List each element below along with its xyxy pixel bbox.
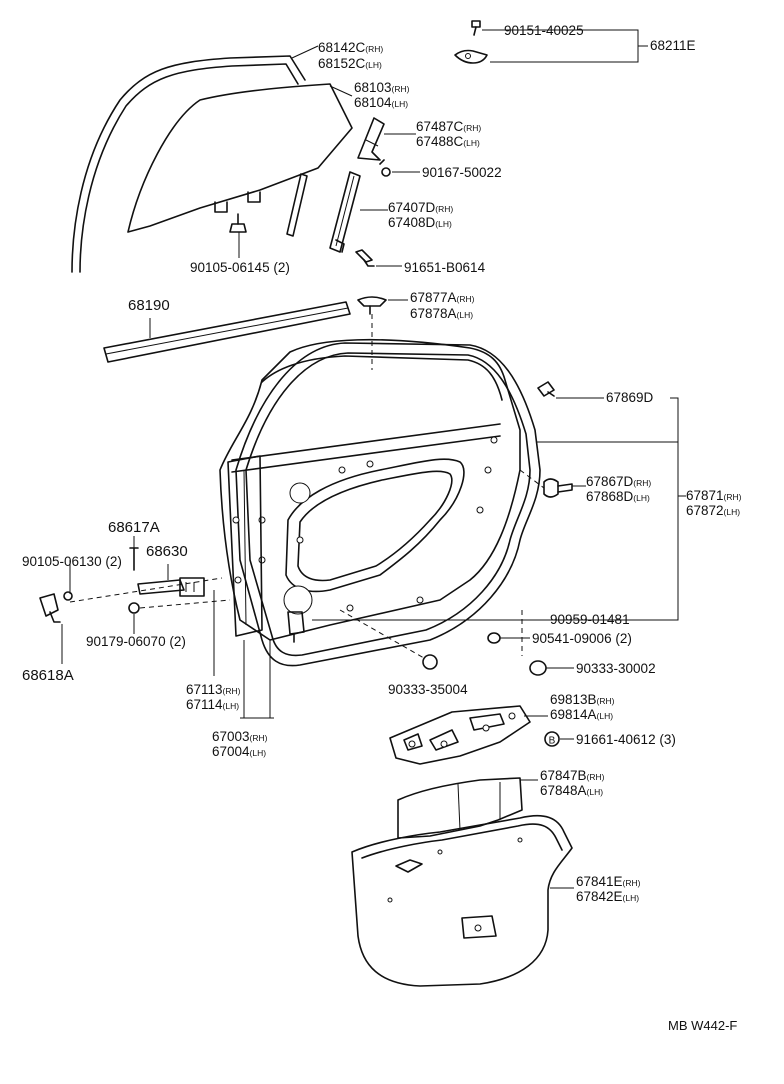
plug-90333-30002 (529, 660, 547, 676)
label-68190: 68190 (128, 297, 170, 314)
clip-68211E (454, 20, 488, 64)
label-67871: 67871(RH) (686, 488, 742, 503)
plug-90541 (487, 632, 501, 644)
door-trim-67841E (351, 814, 573, 987)
marker-B-91661: B (544, 731, 560, 747)
label-67114: 67114(LH) (186, 697, 239, 712)
bolt-91651-B0614 (355, 249, 375, 267)
label-69814A: 69814A(LH) (550, 707, 613, 722)
label-90333-35004: 90333-35004 (388, 682, 468, 697)
label-90179-06070: 90179-06070 (2) (86, 634, 186, 649)
label-67878A: 67878A(LH) (410, 306, 473, 321)
door-glass-68103 (127, 83, 353, 233)
label-90167-50022: 90167-50022 (422, 165, 502, 180)
label-67867D: 67867D(RH) (586, 474, 651, 489)
label-90333-30002: 90333-30002 (576, 661, 656, 676)
leader-68211E-bracket (490, 29, 648, 63)
glass-run-68142C (71, 55, 306, 273)
label-67868D: 67868D(LH) (586, 489, 650, 504)
clip-67867D (543, 478, 573, 498)
label-67113: 67113(RH) (186, 682, 241, 697)
label-67487C: 67487C(RH) (416, 119, 481, 134)
label-68617A: 68617A (108, 519, 160, 536)
dashed-90333-35004 (339, 609, 425, 659)
belt-moulding-68190 (103, 301, 351, 363)
label-69813B: 69813B(RH) (550, 692, 615, 707)
door-panel-67003 (219, 338, 521, 641)
label-67408D: 67408D(LH) (388, 215, 452, 230)
label-67848A: 67848A(LH) (540, 783, 603, 798)
label-68211E: 68211E (650, 38, 696, 53)
label-67488C: 67488C(LH) (416, 134, 480, 149)
label-68104: 68104(LH) (354, 95, 408, 110)
label-90105-06130: 90105-06130 (2) (22, 554, 122, 569)
door-lock-69813 (287, 611, 305, 643)
clip-67877A (357, 296, 387, 315)
label-68103: 68103(RH) (354, 80, 410, 95)
screw-90167-50022 (379, 159, 391, 177)
plug-90333-35004 (422, 654, 438, 670)
callout-labels: 90151-40025 68211E 68142C(RH) 68152C(LH)… (22, 23, 742, 1033)
label-90959-01481: 90959-01481 (550, 612, 630, 627)
clip-67869D (537, 381, 555, 397)
marker-b-label: B (549, 736, 556, 747)
label-67003: 67003(RH) (212, 729, 268, 744)
dashed-hinge-lower (139, 599, 231, 609)
glass-channel (286, 173, 308, 237)
label-68142C: 68142C(RH) (318, 40, 383, 55)
label-68152C: 68152C(LH) (318, 56, 382, 71)
label-68618A: 68618A (22, 667, 74, 684)
label-67407D: 67407D(RH) (388, 200, 453, 215)
service-cover-67847B (397, 777, 523, 839)
label-90105-06145: 90105-06145 (2) (190, 260, 290, 275)
bolt-90179 (128, 602, 140, 614)
label-67869D: 67869D (606, 390, 654, 405)
dashed-67867D (519, 469, 545, 489)
dashed-hinge-upper (69, 577, 223, 603)
label-67872: 67872(LH) (686, 503, 740, 518)
weatherstrip-67871 (235, 342, 541, 667)
door-check-68630 (137, 577, 205, 597)
label-67847B: 67847B(RH) (540, 768, 605, 783)
regulator-69813B (389, 705, 531, 765)
leader-68142C (291, 45, 319, 59)
division-bar-67407D (329, 171, 361, 253)
diagram-code: MB W442-F (668, 1018, 737, 1033)
label-67877A: 67877A(RH) (410, 290, 475, 305)
label-90541-09006: 90541-09006 (2) (532, 631, 632, 646)
label-90151-40025: 90151-40025 (504, 23, 584, 38)
label-91661-40612: 91661-40612 (3) (576, 732, 676, 747)
hinge-68618A (39, 591, 73, 623)
corner-piece-67487C (357, 117, 385, 161)
bracket-67871 (548, 397, 679, 621)
label-91651-B0614: 91651-B0614 (404, 260, 486, 275)
leader-68103 (329, 85, 353, 97)
bolt-68617A (129, 547, 139, 571)
bolt-90105-06145 (229, 213, 247, 233)
label-67841E: 67841E(RH) (576, 874, 641, 889)
label-67004: 67004(LH) (212, 744, 266, 759)
label-68630: 68630 (146, 543, 188, 560)
label-67842E: 67842E(LH) (576, 889, 639, 904)
